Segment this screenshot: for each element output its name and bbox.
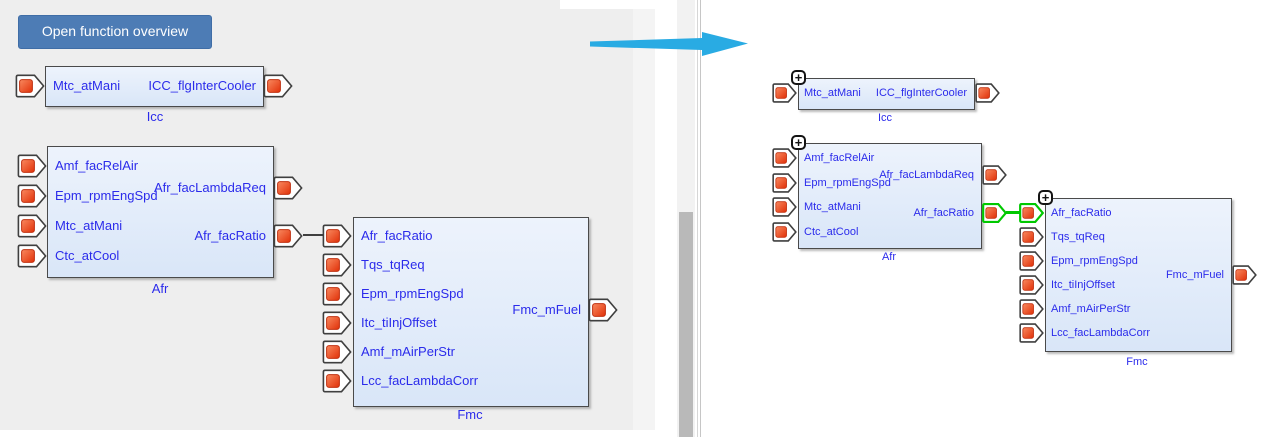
output-port-label: Fmc_mFuel <box>1165 269 1224 281</box>
function-block-afr[interactable] <box>798 143 982 249</box>
input-port-icon[interactable] <box>1019 227 1044 247</box>
expand-plus-icon[interactable]: + <box>791 135 806 150</box>
input-port-icon[interactable] <box>17 244 47 268</box>
output-port-icon-highlighted[interactable] <box>982 203 1007 223</box>
input-port-icon[interactable] <box>1019 275 1044 295</box>
input-port-label: Itc_tiInjOffset <box>1051 279 1115 291</box>
block-caption: Fmc <box>1126 356 1148 368</box>
output-port-icon[interactable] <box>975 83 1000 103</box>
input-port-label: Mtc_atMani <box>804 201 861 213</box>
input-port-label: Afr_facRatio <box>1051 207 1112 219</box>
block-caption: Afr <box>881 251 897 263</box>
input-port-label: Itc_tiInjOffset <box>361 315 437 330</box>
block-caption: Icc <box>146 109 164 124</box>
output-port-label: Afr_facLambdaReq <box>153 180 266 195</box>
input-port-icon[interactable] <box>17 214 47 238</box>
panel-divider-line <box>700 0 701 437</box>
input-port-icon[interactable] <box>322 253 352 277</box>
input-port-label: Amf_mAirPerStr <box>1051 303 1131 315</box>
function-block-fmc[interactable] <box>1045 198 1232 352</box>
signal-connection[interactable] <box>303 234 323 236</box>
output-port-icon[interactable] <box>982 165 1007 185</box>
input-port-label: Epm_rpmEngSpd <box>804 177 891 189</box>
input-port-icon[interactable] <box>1019 251 1044 271</box>
expand-plus-icon[interactable]: + <box>1038 190 1053 205</box>
output-port-icon[interactable] <box>273 176 303 200</box>
output-port-icon[interactable] <box>1232 265 1257 285</box>
input-port-icon[interactable] <box>322 311 352 335</box>
input-port-label: Epm_rpmEngSpd <box>55 188 158 203</box>
input-port-label: Mtc_atMani <box>804 87 861 99</box>
input-port-label: Tqs_tqReq <box>361 257 425 272</box>
output-port-label: Afr_facRatio <box>194 228 266 243</box>
input-port-icon[interactable] <box>15 74 45 98</box>
input-port-label: Amf_facRelAir <box>804 152 875 164</box>
input-port-label: Tqs_tqReq <box>1051 231 1105 243</box>
input-port-label: Epm_rpmEngSpd <box>1051 255 1138 267</box>
input-port-icon[interactable] <box>322 369 352 393</box>
output-port-label: ICC_flgInterCooler <box>148 78 256 93</box>
output-port-label: Fmc_mFuel <box>512 302 581 317</box>
input-port-label: Afr_facRatio <box>361 228 433 243</box>
input-port-label: Ctc_atCool <box>804 226 859 238</box>
input-port-icon[interactable] <box>1019 299 1044 319</box>
function-block-icc[interactable] <box>45 66 264 107</box>
input-port-label: Mtc_atMani <box>55 218 123 233</box>
input-port-icon[interactable] <box>772 222 797 242</box>
expand-plus-icon[interactable]: + <box>791 70 806 85</box>
scrollbar-thumb[interactable] <box>679 212 693 437</box>
input-port-icon[interactable] <box>772 197 797 217</box>
input-port-icon[interactable] <box>772 83 797 103</box>
panel-divider-line <box>697 0 698 437</box>
input-port-icon[interactable] <box>17 184 47 208</box>
left-panel-top-notch <box>560 0 655 9</box>
block-caption: Afr <box>151 281 169 296</box>
input-port-label: Epm_rpmEngSpd <box>361 286 464 301</box>
signal-connection-highlighted[interactable] <box>1006 211 1020 214</box>
output-port-label: Afr_facRatio <box>913 207 974 219</box>
input-port-icon[interactable] <box>772 148 797 168</box>
output-port-icon[interactable] <box>263 74 293 98</box>
output-port-icon[interactable] <box>588 298 618 322</box>
output-port-label: Afr_facLambdaReq <box>879 169 974 181</box>
input-port-icon[interactable] <box>322 282 352 306</box>
input-port-label: Lcc_facLambdaCorr <box>361 373 479 388</box>
input-port-label: Amf_mAirPerStr <box>361 344 455 359</box>
function-block-afr[interactable] <box>47 146 274 278</box>
function-block-icc[interactable] <box>798 78 975 110</box>
output-port-label: ICC_flgInterCooler <box>875 87 967 99</box>
block-caption: Icc <box>877 112 893 124</box>
input-port-label: Lcc_facLambdaCorr <box>1051 327 1151 339</box>
input-port-icon[interactable] <box>322 340 352 364</box>
input-port-icon[interactable] <box>17 154 47 178</box>
input-port-icon[interactable] <box>1019 323 1044 343</box>
open-function-overview-button[interactable]: Open function overview <box>18 15 212 49</box>
left-panel-scrollbar-track <box>633 0 655 430</box>
output-port-icon[interactable] <box>273 224 303 248</box>
input-port-label: Ctc_atCool <box>55 248 120 263</box>
input-port-icon-highlighted[interactable] <box>1019 203 1044 223</box>
input-port-icon[interactable] <box>772 173 797 193</box>
block-caption: Fmc <box>457 407 483 422</box>
transition-arrow-icon <box>590 32 748 56</box>
input-port-icon[interactable] <box>322 224 352 248</box>
input-port-label: Mtc_atMani <box>53 78 121 93</box>
input-port-label: Amf_facRelAir <box>55 158 139 173</box>
function-block-fmc[interactable] <box>353 217 589 407</box>
